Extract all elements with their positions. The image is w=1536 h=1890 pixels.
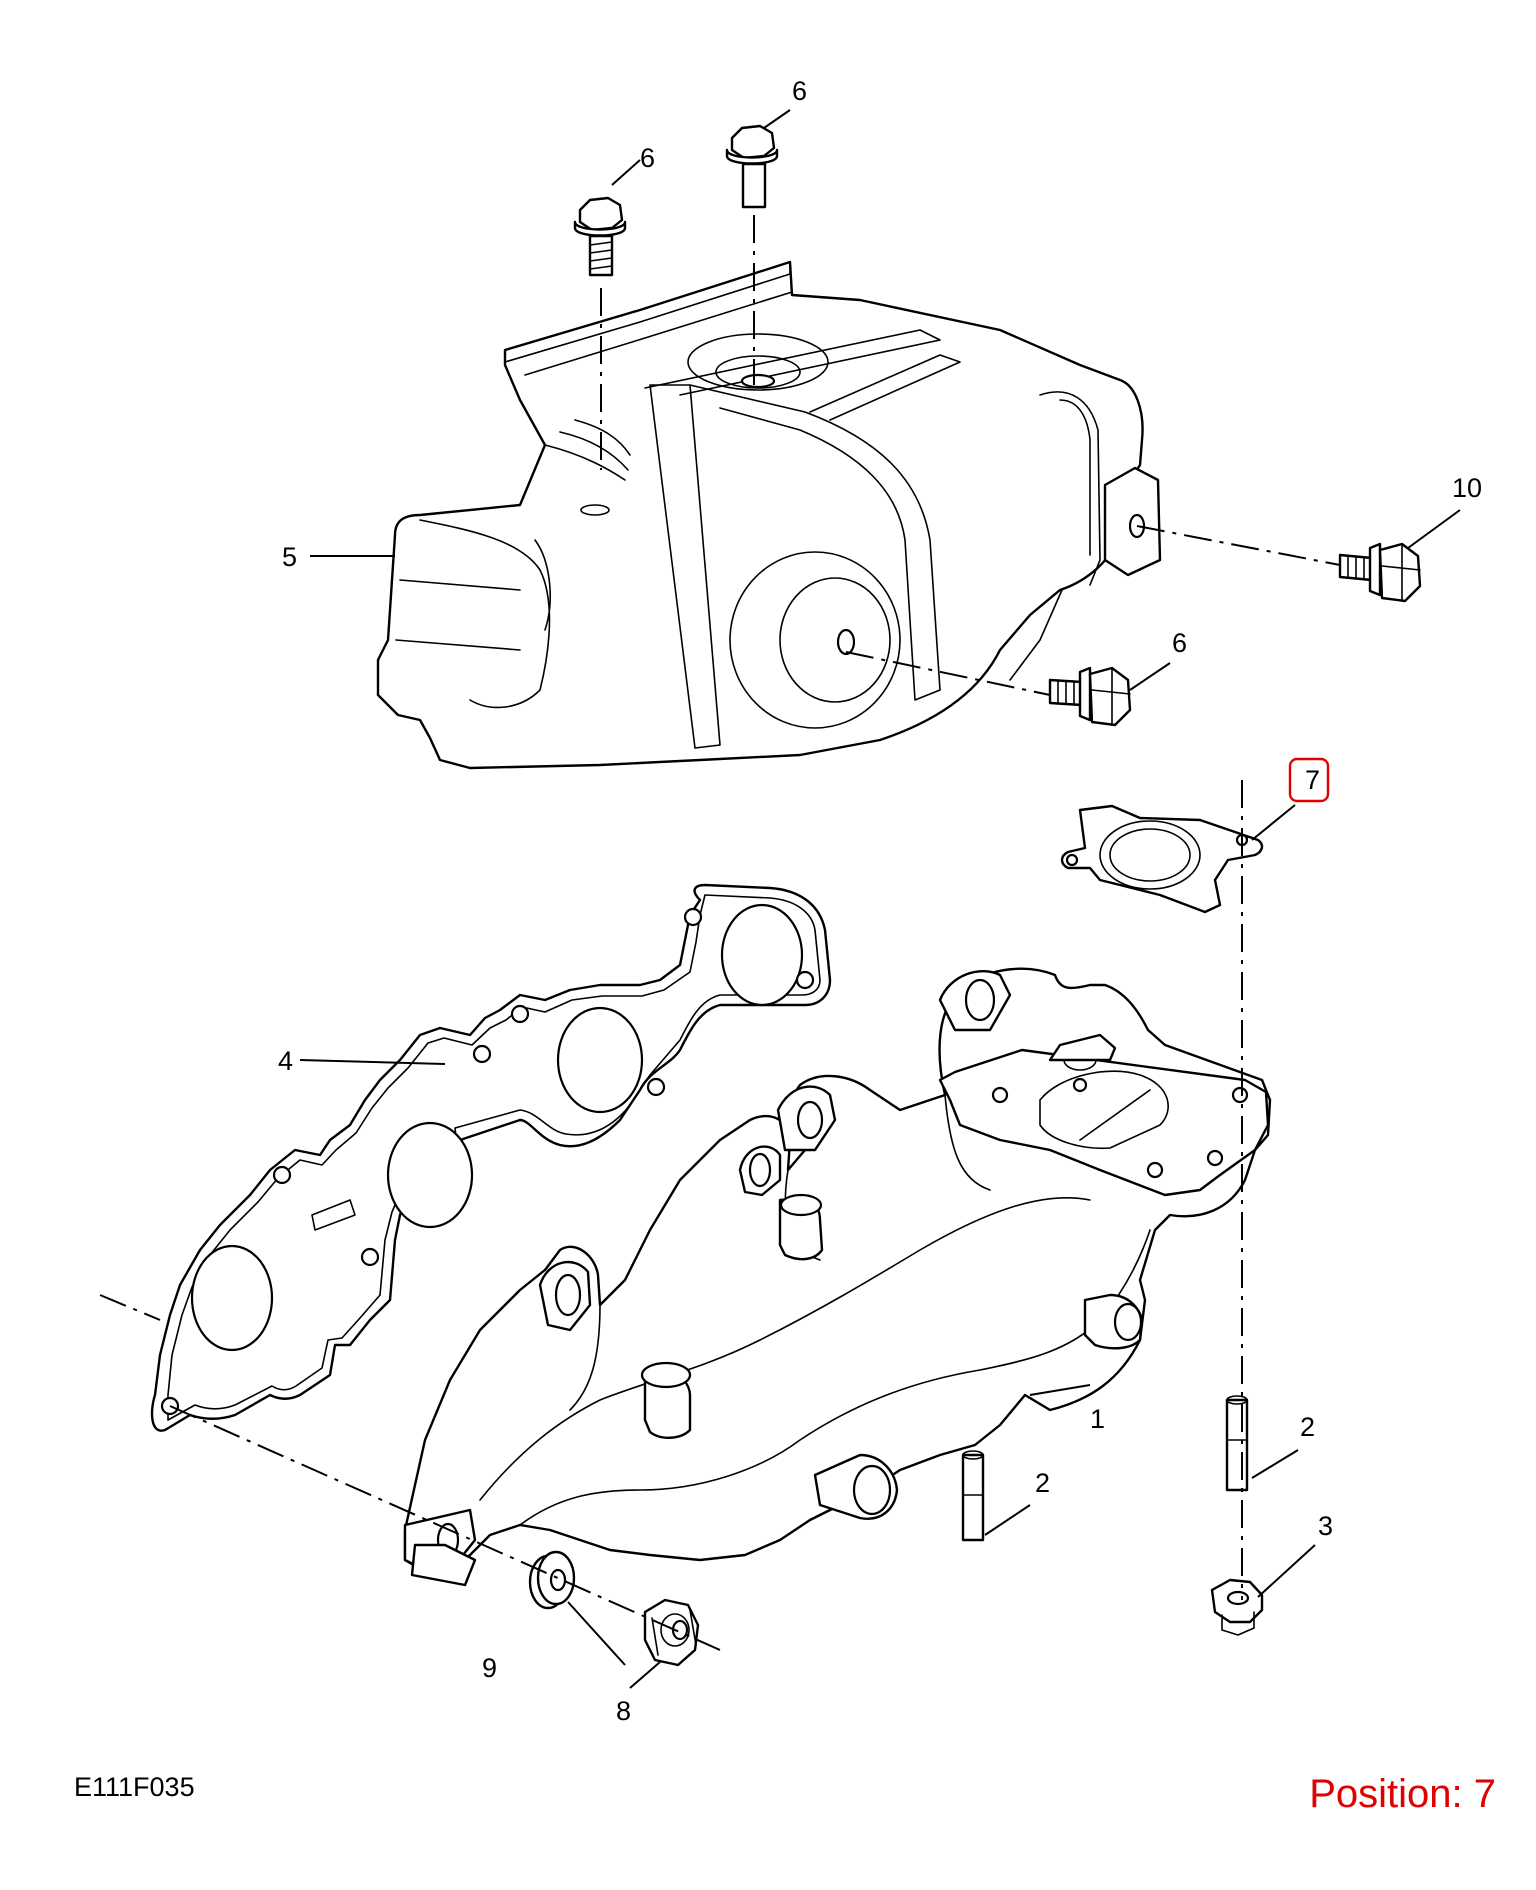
stud-2-center (961, 1450, 985, 1542)
callout-2-right: 2 (1300, 1412, 1315, 1442)
highlight-box-callout-7 (1288, 757, 1330, 803)
nut-8 (643, 1598, 700, 1667)
drawing-code: E111F035 (74, 1772, 195, 1802)
callout-6-top: 6 (792, 76, 807, 106)
bolt-6-top-left (573, 196, 627, 277)
callout-5: 5 (282, 542, 297, 572)
bolt-6-side (1048, 666, 1132, 727)
callout-labels: 1 2 2 3 4 5 6 6 6 7 8 9 10 (278, 76, 1482, 1726)
bolt-10 (1338, 542, 1422, 603)
callout-8: 8 (616, 1696, 631, 1726)
washer-9 (528, 1550, 576, 1610)
callout-2-center: 2 (1035, 1468, 1050, 1498)
callout-7: 7 (1305, 765, 1320, 795)
callout-6-side: 6 (1172, 628, 1187, 658)
callout-4: 4 (278, 1046, 293, 1076)
manifold-gasket (150, 883, 832, 1432)
position-label: Position: 7 (1309, 1772, 1496, 1816)
nut-3 (1210, 1578, 1264, 1636)
bolt-6-top-right (725, 124, 779, 209)
turbo-gasket (1060, 804, 1264, 914)
heat-shield (376, 260, 1162, 770)
callout-1: 1 (1090, 1404, 1105, 1434)
callout-9: 9 (482, 1653, 497, 1683)
exhaust-manifold (403, 967, 1272, 1587)
assembly-axes (99, 215, 1341, 1651)
stud-2-right (1225, 1395, 1249, 1492)
callout-10: 10 (1452, 473, 1482, 503)
callout-3: 3 (1318, 1511, 1333, 1541)
callout-6-left: 6 (640, 143, 655, 173)
leader-lines (299, 109, 1461, 1689)
